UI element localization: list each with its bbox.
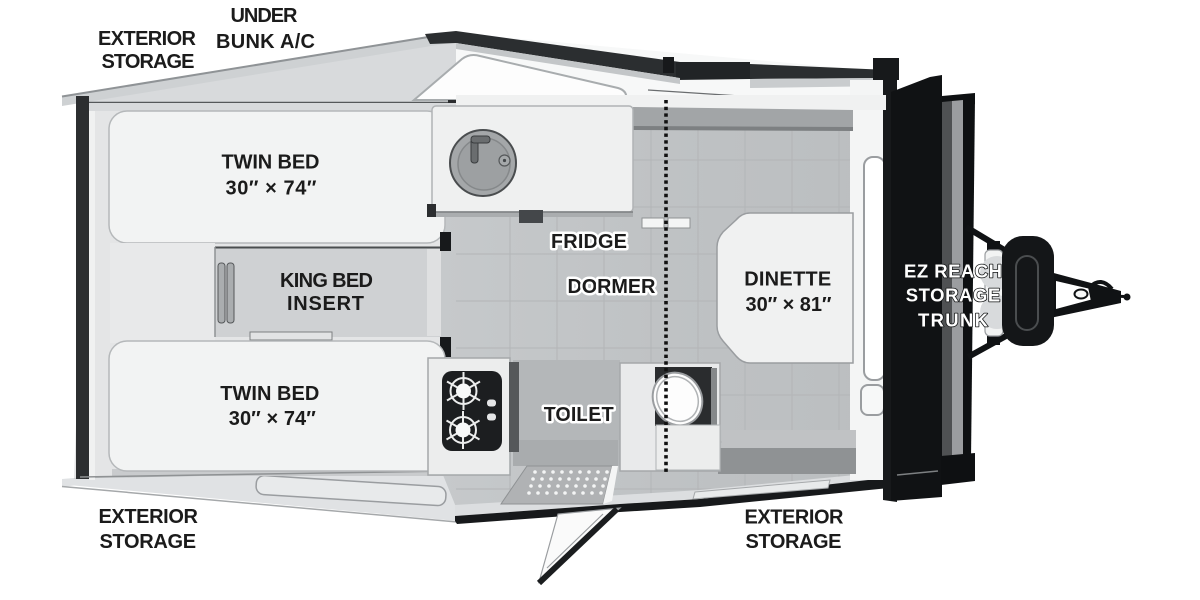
svg-text:30″ × 81″: 30″ × 81″	[746, 294, 832, 316]
svg-text:UNDER: UNDER	[231, 5, 299, 27]
svg-text:30″ × 74″: 30″ × 74″	[226, 178, 317, 200]
svg-text:EXTERIOR: EXTERIOR	[98, 28, 197, 50]
svg-text:TWIN BED: TWIN BED	[220, 383, 319, 405]
svg-text:KING BED: KING BED	[280, 270, 373, 292]
svg-text:INSERT: INSERT	[287, 293, 364, 315]
svg-text:TWIN BED: TWIN BED	[222, 152, 320, 174]
svg-text:DORMER: DORMER	[568, 276, 657, 298]
svg-text:EZ REACH: EZ REACH	[904, 261, 1002, 282]
svg-text:30″ × 74″: 30″ × 74″	[229, 408, 316, 430]
svg-text:STORAGE: STORAGE	[100, 531, 197, 553]
svg-text:STORAGE: STORAGE	[102, 51, 195, 73]
svg-text:BUNK A/C: BUNK A/C	[216, 31, 315, 53]
svg-text:STORAGE: STORAGE	[746, 531, 842, 553]
svg-text:TRUNK: TRUNK	[918, 310, 989, 331]
svg-text:EXTERIOR: EXTERIOR	[98, 506, 198, 528]
svg-text:TOILET: TOILET	[544, 404, 614, 426]
svg-text:DINETTE: DINETTE	[744, 269, 831, 291]
svg-text:STORAGE: STORAGE	[906, 285, 1001, 306]
svg-text:EXTERIOR: EXTERIOR	[745, 507, 845, 529]
svg-text:FRIDGE: FRIDGE	[551, 231, 627, 253]
